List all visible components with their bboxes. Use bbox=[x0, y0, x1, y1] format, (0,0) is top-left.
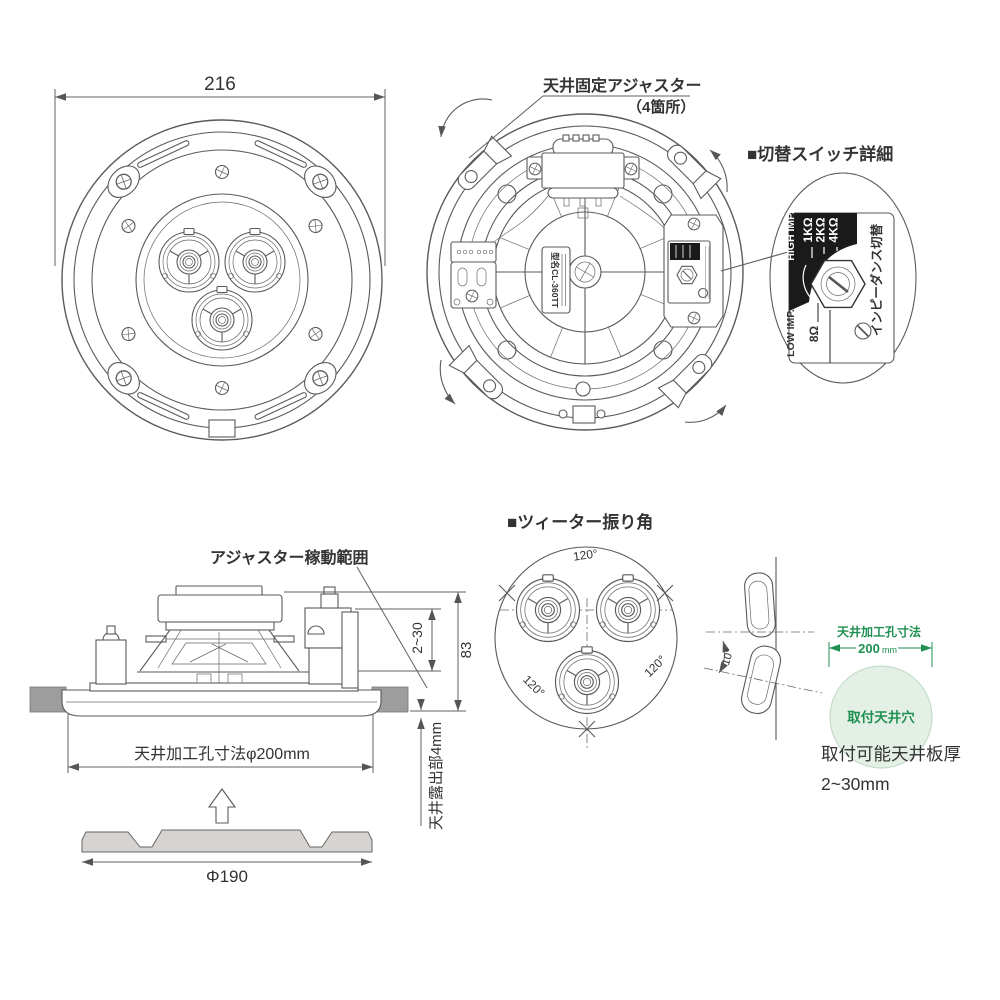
ceiling-adjuster bbox=[438, 98, 728, 423]
transformer bbox=[493, 134, 674, 243]
hole-dim-text: 天井加工孔寸法φ200mm bbox=[134, 745, 310, 763]
rotate-arrow-upper-left bbox=[438, 98, 493, 138]
exposed-label-text: 天井露出部4mm bbox=[428, 722, 445, 830]
thickness-title-text: 取付可能天井板厚 bbox=[821, 744, 961, 764]
tap-8ohm-label: 8Ω bbox=[807, 325, 821, 342]
arc-end-mark bbox=[498, 584, 516, 602]
rotary-function-label: インピーダンス切替 bbox=[869, 223, 884, 336]
high-imp-label: HIGH IMP. bbox=[785, 211, 797, 260]
mounting-pad bbox=[107, 165, 337, 395]
hole-label-text: 天井加工孔寸法 bbox=[837, 624, 921, 639]
terminal-block bbox=[450, 241, 497, 309]
tweeter-tilt-view: 10° bbox=[703, 557, 823, 740]
arc-end-mark bbox=[578, 720, 596, 738]
thickness-value-text: 2~30mm bbox=[821, 774, 890, 794]
rotate-arrow-lower-left bbox=[439, 359, 456, 405]
front-view-drawing: 216 bbox=[54, 74, 386, 441]
adjuster-count-text: （4箇所） bbox=[627, 98, 695, 116]
grille-cross-section bbox=[81, 829, 373, 853]
ceiling-adjuster-label: 天井固定アジャスター （4箇所） bbox=[468, 76, 702, 159]
hole-dim-value: 200 bbox=[858, 641, 880, 656]
tilt-angle-text: 10° bbox=[720, 647, 736, 666]
dim-2-30-text: 2~30 bbox=[409, 622, 425, 654]
switch-detail-section: ■切替スイッチ詳細 HIGH IMP. 1KΩ 2KΩ 4KΩ LOW IMP.… bbox=[720, 144, 917, 384]
tweeter-front bbox=[158, 227, 286, 351]
tweeter-angle-section: ■ツィーター振り角 120° 120° 120° 10° bbox=[494, 512, 823, 748]
mounting-hole-circle bbox=[829, 665, 933, 769]
angle-top-text: 120° bbox=[572, 546, 599, 563]
impedance-switch-small bbox=[663, 214, 724, 328]
dim-grille-190: Φ190 bbox=[82, 858, 372, 886]
adjuster-label-text: 天井固定アジャスター bbox=[543, 76, 702, 95]
lock-screw[interactable] bbox=[854, 322, 872, 340]
rotate-arrow-lower-right bbox=[684, 404, 727, 423]
tweeter-angle-heading: ■ツィーター振り角 bbox=[507, 512, 653, 532]
dim-exposed-4mm: 天井露出部4mm bbox=[417, 699, 445, 830]
mounting-hole-diagram: 天井加工孔寸法 200 mm 取付天井穴 取付可能天井板厚 2~30mm bbox=[821, 624, 961, 794]
range-label-text: アジャスター稼動範囲 bbox=[210, 548, 369, 567]
rotate-arrow-upper-right bbox=[709, 149, 728, 193]
dim-83-text: 83 bbox=[458, 642, 475, 659]
rear-view-drawing: 型名CL-360TT bbox=[426, 76, 744, 431]
tap-4k-label: 4KΩ bbox=[827, 217, 841, 242]
thickness-note: 取付可能天井板厚 2~30mm bbox=[821, 744, 961, 794]
dim-2-30: 2~30 bbox=[355, 608, 441, 672]
grille-dim-text: Φ190 bbox=[206, 867, 248, 886]
dim-83: 83 bbox=[284, 591, 475, 712]
baffle-screw bbox=[116, 162, 328, 398]
model-label: 型名CL-360TT bbox=[541, 246, 571, 314]
side-view-drawing: アジャスター稼動範囲 83 2~30 天井露出部4mm 天井加工孔寸法φ200m bbox=[29, 548, 475, 886]
rotary-knob[interactable] bbox=[810, 259, 866, 309]
low-imp-label: LOW IMP. bbox=[785, 309, 797, 357]
dim-hole-200: 天井加工孔寸法φ200mm bbox=[67, 714, 374, 773]
tap-1k-label: 1KΩ bbox=[801, 217, 815, 242]
front-width-dimension: 216 bbox=[54, 74, 386, 266]
rim-slot bbox=[137, 140, 307, 420]
angle-right-text: 120° bbox=[641, 652, 669, 680]
arc-end-mark bbox=[656, 584, 674, 602]
hole-circle-label: 取付天井穴 bbox=[847, 709, 915, 725]
hole-dim-unit: mm bbox=[882, 645, 897, 655]
switch-detail-heading: ■切替スイッチ詳細 bbox=[747, 144, 893, 164]
front-width-value: 216 bbox=[204, 74, 236, 95]
model-label-text: 型名CL-360TT bbox=[550, 252, 560, 309]
ceiling-board-left bbox=[29, 686, 67, 713]
angle-left-text: 120° bbox=[520, 672, 548, 700]
insert-direction-arrow bbox=[207, 788, 237, 824]
adjuster-range-label: アジャスター稼動範囲 bbox=[210, 548, 428, 689]
tap-2k-label: 2KΩ bbox=[814, 217, 828, 242]
bottom-tab bbox=[208, 419, 236, 438]
